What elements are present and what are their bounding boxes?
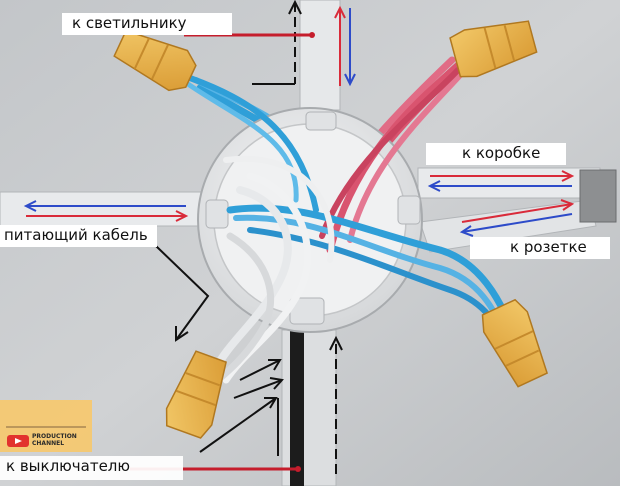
wires-front	[185, 54, 516, 389]
label-to-box: к коробке	[426, 143, 566, 165]
watermark-line	[6, 426, 86, 428]
label-to-socket: к розетке	[470, 237, 610, 259]
play-icon	[7, 435, 29, 447]
dark-cable-channel	[290, 330, 304, 486]
box-cable-end	[579, 169, 617, 223]
label-to-switch: к выключателю	[0, 456, 183, 480]
connector-top-right	[449, 20, 538, 78]
connector-bottom-right	[481, 298, 549, 388]
label-supply-cable: питающий кабель	[0, 225, 157, 247]
connector-bottom-left	[165, 350, 227, 439]
label-to-light: к светильнику	[62, 13, 232, 35]
watermark-text: PRODUCTION CHANNEL	[32, 433, 90, 447]
annotation-arrows	[23, 0, 575, 474]
connector-top-left	[113, 29, 197, 92]
watermark-line2: CHANNEL	[32, 440, 65, 447]
watermark-line1: PRODUCTION	[32, 433, 77, 440]
wire-connectors	[113, 20, 549, 439]
channel-watermark: PRODUCTION CHANNEL	[0, 400, 92, 452]
